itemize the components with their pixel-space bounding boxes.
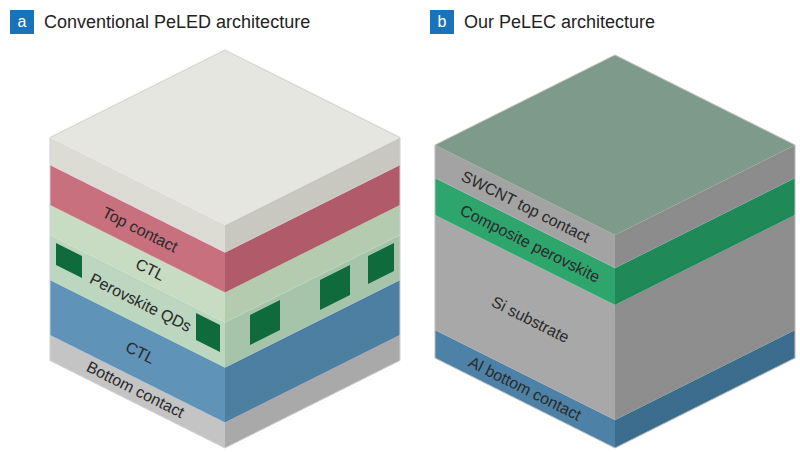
pelec-stack bbox=[435, 55, 795, 448]
panel-letter: a bbox=[10, 10, 34, 34]
panel-title: Our PeLEC architecture bbox=[464, 12, 655, 33]
panel-title: Conventional PeLED architecture bbox=[44, 12, 310, 33]
panel-heading: b Our PeLEC architecture bbox=[430, 10, 655, 34]
panel-heading: a Conventional PeLED architecture bbox=[10, 10, 310, 34]
panel-letter: b bbox=[430, 10, 454, 34]
peled-stack bbox=[50, 50, 400, 448]
